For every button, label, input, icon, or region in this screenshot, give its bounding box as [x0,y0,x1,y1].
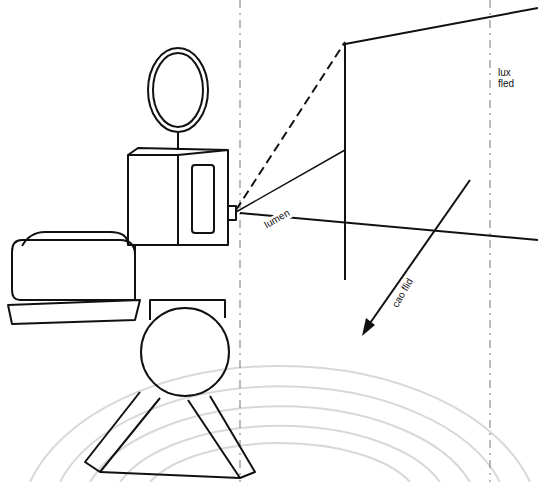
watermark-arcs [30,366,530,482]
beam-label: lumen [262,207,293,231]
projector [8,48,255,478]
screen-label: lux fled [498,68,524,89]
arrow-label: cao flid [390,276,416,310]
guide-lines [240,0,490,482]
screen-and-beam [236,8,538,336]
